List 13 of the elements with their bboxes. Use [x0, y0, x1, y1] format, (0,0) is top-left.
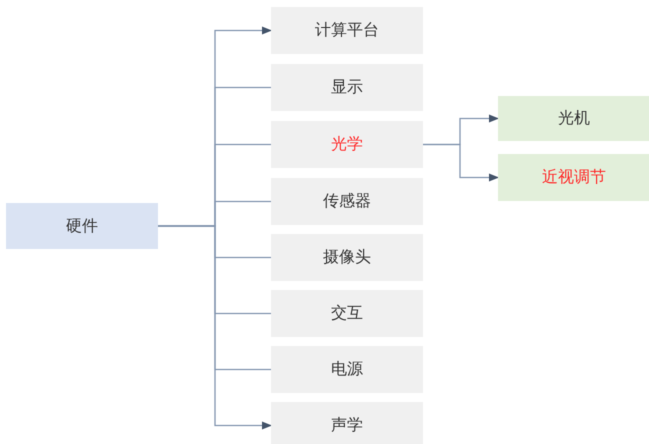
category-box: 声学	[271, 402, 423, 444]
arrow	[158, 225, 272, 430]
category-box: 显示	[271, 64, 423, 111]
sub-category-box: 近视调节	[498, 154, 649, 201]
category-box: 摄像头	[271, 234, 423, 281]
hardware-box: 硬件	[6, 203, 158, 249]
category-box: 交互	[271, 290, 423, 337]
sub-category-box: 光机	[498, 96, 649, 141]
arrow	[423, 144, 499, 182]
category-box: 传感器	[271, 178, 423, 225]
category-box: 计算平台	[271, 7, 423, 54]
category-box: 电源	[271, 346, 423, 393]
category-box: 光学	[271, 121, 423, 168]
